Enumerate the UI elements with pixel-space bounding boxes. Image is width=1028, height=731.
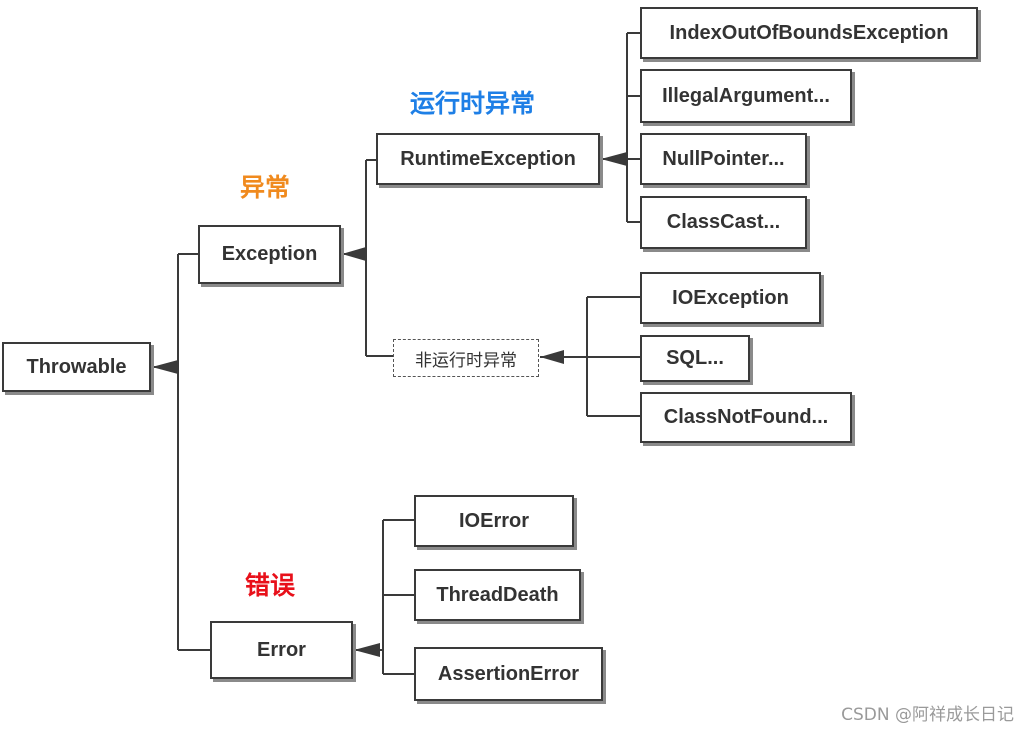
node-throwable: Throwable — [2, 342, 151, 392]
node-non-runtime-exception: 非运行时异常 — [393, 339, 539, 377]
watermark: CSDN @阿祥成长日记 — [841, 705, 1014, 725]
node-exception: Exception — [198, 225, 341, 284]
node-index-out-of-bounds: IndexOutOfBoundsException — [640, 7, 978, 59]
node-class-cast: ClassCast... — [640, 196, 807, 249]
category-label-error: 错误 — [245, 571, 296, 600]
node-error: Error — [210, 621, 353, 679]
node-assertion-error: AssertionError — [414, 647, 603, 701]
arrowhead — [354, 643, 380, 657]
category-label-exception: 异常 — [240, 173, 291, 202]
node-io-exception: IOException — [640, 272, 821, 324]
node-null-pointer: NullPointer... — [640, 133, 807, 185]
node-runtime-exception: RuntimeException — [376, 133, 600, 185]
node-illegal-argument: IllegalArgument... — [640, 69, 852, 123]
category-label-runtime: 运行时异常 — [410, 89, 536, 118]
arrowhead — [342, 247, 366, 261]
arrowhead — [540, 350, 564, 364]
node-thread-death: ThreadDeath — [414, 569, 581, 621]
node-sql: SQL... — [640, 335, 750, 382]
node-io-error: IOError — [414, 495, 574, 547]
arrowhead — [152, 360, 178, 374]
node-class-not-found: ClassNotFound... — [640, 392, 852, 443]
arrowhead — [601, 152, 627, 166]
